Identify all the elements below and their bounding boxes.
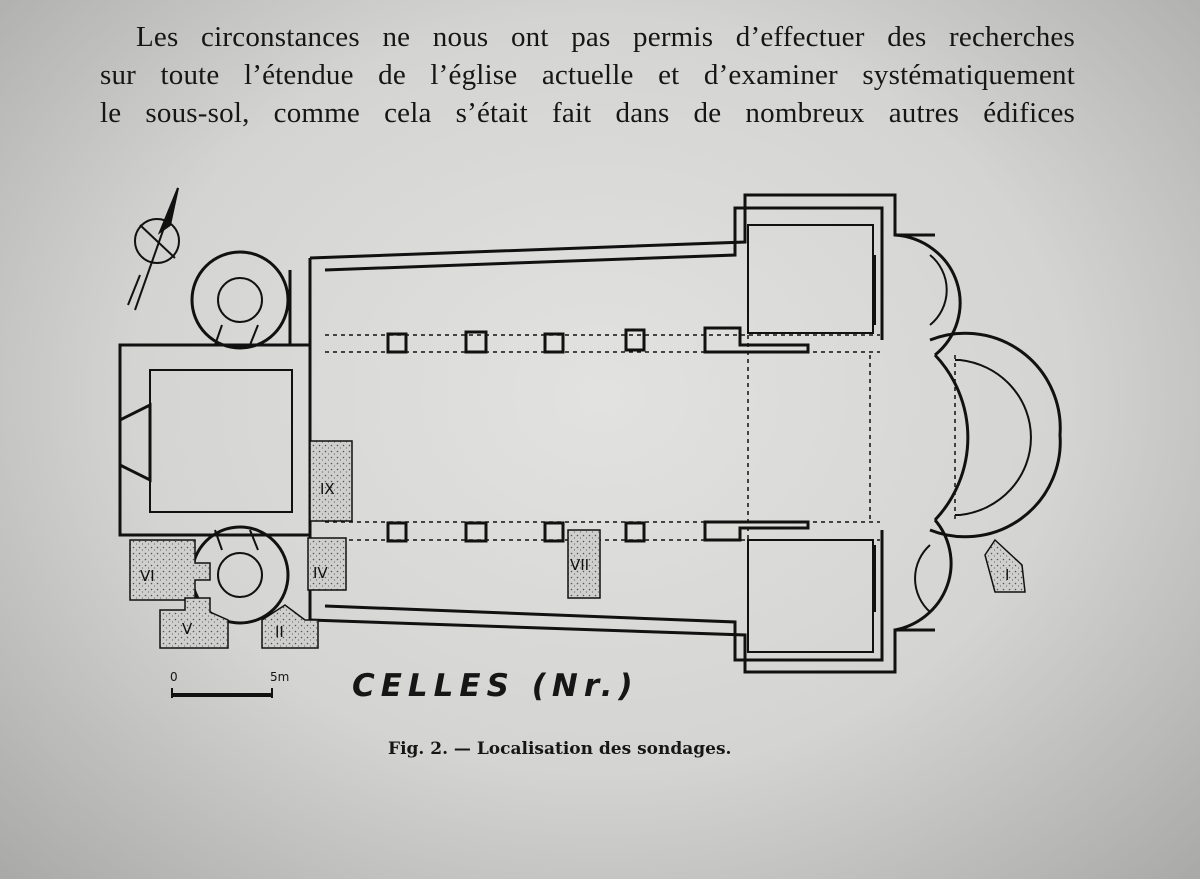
- sounding-label: I: [1005, 566, 1009, 584]
- plan-title: CELLES (Nr.): [352, 668, 639, 704]
- sounding-label: II: [275, 623, 284, 641]
- scale-end-label: 5m: [270, 670, 290, 684]
- sounding-label: IV: [313, 564, 328, 582]
- sounding-label: VI: [140, 567, 155, 585]
- sounding-I: I: [984, 538, 1026, 593]
- piers: [386, 326, 810, 543]
- figure-caption: Fig. 2. — Localisation des sondages.: [388, 739, 732, 759]
- sounding-VII: VII: [567, 529, 601, 599]
- paragraph-line: le sous-sol, comme cela s’était fait dan…: [100, 97, 1075, 129]
- sounding-label: V: [182, 620, 193, 638]
- sounding-V: V: [159, 597, 229, 649]
- scale-start-label: 0: [170, 670, 178, 684]
- paragraph-line: Les circonstances ne nous ont pas permis…: [136, 21, 1075, 53]
- sounding-II: II: [261, 604, 319, 649]
- scale-bar: [171, 688, 273, 698]
- body-paragraph: Les circonstances ne nous ont pas permis…: [100, 18, 1075, 132]
- sounding-VI: VI: [129, 539, 211, 601]
- plan-walls: [118, 193, 1062, 674]
- sounding-label: VII: [570, 556, 589, 574]
- sounding-IX: IX: [309, 440, 353, 522]
- sounding-label: IX: [320, 480, 335, 498]
- sounding-areas: IX IV VII VI V II I: [129, 440, 1026, 649]
- sounding-IV: IV: [307, 537, 347, 591]
- north-arrow-icon: [127, 187, 180, 311]
- paragraph-line: sur toute l’étendue de l’église actuelle…: [100, 59, 1075, 91]
